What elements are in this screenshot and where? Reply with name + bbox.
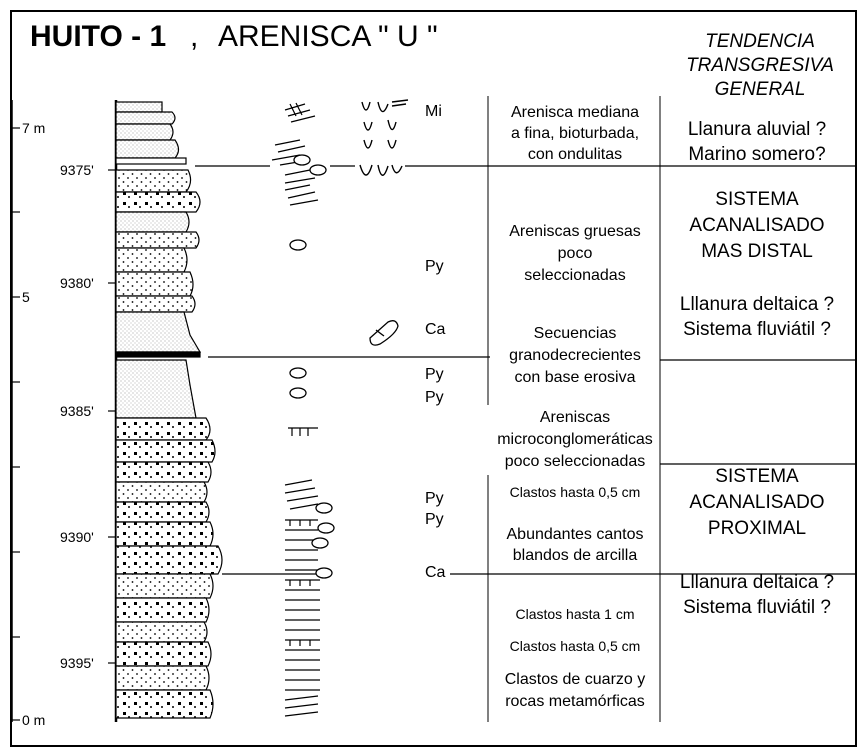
trend-header-2: TRANSGRESIVA bbox=[686, 55, 834, 76]
depth-axis bbox=[11, 100, 116, 722]
mineral-code-ca: Ca bbox=[425, 564, 446, 581]
interpretation-2-line-3: MAS DISTAL bbox=[701, 241, 813, 262]
description-3-line-3: con base erosiva bbox=[514, 369, 636, 386]
depth-label-9375: 9375' bbox=[60, 162, 94, 178]
description-9-line-2: rocas metamórficas bbox=[505, 693, 645, 710]
depth-label-9385: 9385' bbox=[60, 403, 94, 419]
description-7: Clastos hasta 1 cm bbox=[515, 606, 635, 622]
description-4-line-2: microconglomeráticas bbox=[497, 431, 653, 448]
formation-name: ARENISCA " U " bbox=[218, 20, 438, 53]
interpretation-1-line-2: Marino somero? bbox=[688, 144, 826, 165]
description-2-line-3: seleccionadas bbox=[524, 267, 626, 284]
meter-label-0: 0 m bbox=[22, 712, 46, 728]
interpretation-2-line-1: SISTEMA bbox=[715, 189, 799, 210]
clay-clast-icon bbox=[289, 154, 335, 579]
burrow-icon bbox=[359, 99, 409, 176]
mineral-code-py: Py bbox=[425, 511, 444, 528]
description-2-line-1: Areniscas gruesas bbox=[509, 223, 641, 240]
description-6-line-1: Abundantes cantos bbox=[506, 526, 644, 543]
fossil-fragment-icon bbox=[369, 320, 399, 346]
description-4-line-3: poco seleccionadas bbox=[504, 453, 646, 470]
mineral-code-py: Py bbox=[425, 389, 444, 406]
description-4-line-1: Areniscas bbox=[539, 409, 611, 426]
mineral-code-py: Py bbox=[425, 490, 444, 507]
description-9-line-1: Clastos de cuarzo y bbox=[504, 671, 646, 688]
trend-header-1: TENDENCIA bbox=[705, 31, 815, 52]
mineral-code-ca: Ca bbox=[425, 321, 446, 338]
description-3-line-2: granodecrecientes bbox=[509, 347, 641, 364]
meter-label-7: 7 m bbox=[22, 120, 46, 136]
interpretation-3-line-1: Lllanura deltaica ? bbox=[679, 294, 835, 315]
lithology-beds bbox=[115, 101, 223, 719]
description-8: Clastos hasta 0,5 cm bbox=[509, 638, 641, 654]
description-1-line-3: con ondulitas bbox=[527, 146, 623, 163]
trend-header-3: GENERAL bbox=[714, 79, 806, 100]
description-2-line-2: poco bbox=[557, 245, 593, 262]
depth-label-9390: 9390' bbox=[60, 529, 94, 545]
interpretation-2-line-2: ACANALISADO bbox=[689, 215, 825, 236]
meter-label-5: 5 bbox=[22, 289, 30, 305]
description-1-line-1: Arenisca mediana bbox=[510, 104, 640, 121]
well-name: HUITO - 1 bbox=[30, 20, 167, 53]
figure-frame bbox=[10, 10, 857, 747]
interpretation-1-line-1: Llanura aluvial ? bbox=[687, 119, 827, 140]
interpretation-3-line-2: Sistema fluviátil ? bbox=[683, 319, 831, 340]
interpretation-5-line-2: Sistema fluviátil ? bbox=[683, 597, 831, 618]
interpretation-4-line-1: SISTEMA bbox=[715, 466, 799, 487]
description-6-line-2: blandos de arcilla bbox=[512, 547, 638, 564]
interpretation-4-line-2: ACANALISADO bbox=[689, 492, 825, 513]
depth-label-9380: 9380' bbox=[60, 275, 94, 291]
ripple-lamination-icon bbox=[271, 102, 320, 717]
interpretation-5-line-1: Lllanura deltaica ? bbox=[679, 572, 835, 593]
boundary-lines bbox=[195, 96, 857, 722]
mineral-code-mi: Mi bbox=[425, 103, 442, 120]
title-separator: , bbox=[190, 20, 199, 53]
mineral-code-py: Py bbox=[425, 258, 444, 275]
interpretation-4-line-3: PROXIMAL bbox=[707, 518, 807, 539]
description-5: Clastos hasta 0,5 cm bbox=[509, 484, 641, 500]
depth-label-9395: 9395' bbox=[60, 655, 94, 671]
description-1-line-2: a fina, bioturbada, bbox=[510, 125, 640, 142]
mineral-code-py: Py bbox=[425, 366, 444, 383]
description-3-line-1: Secuencias bbox=[533, 325, 617, 342]
